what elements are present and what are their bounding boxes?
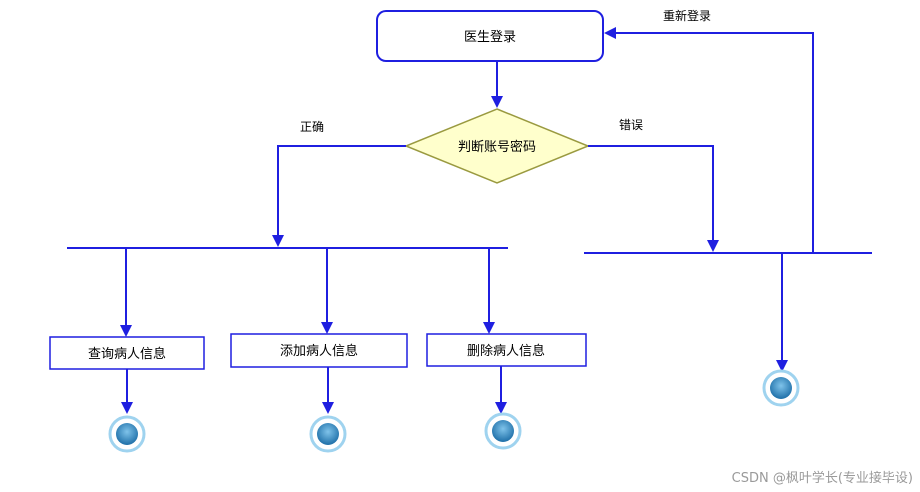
edge-correct [272, 145, 406, 247]
edge-wrong [588, 145, 719, 252]
watermark: CSDN @枫叶学长(专业接毕设) [732, 470, 913, 486]
add-node: 添加病人信息 [230, 333, 408, 368]
add-label: 添加病人信息 [280, 343, 358, 359]
end-node-query [108, 415, 146, 453]
relogin-label: 重新登录 [663, 8, 711, 23]
correct-label: 正确 [300, 120, 324, 134]
edge-relogin [604, 27, 814, 253]
decision-node: 判断账号密码 [404, 108, 590, 184]
login-label: 医生登录 [464, 30, 516, 45]
end-node-add [309, 415, 347, 453]
delete-node: 删除病人信息 [426, 333, 587, 367]
query-label: 查询病人信息 [88, 346, 166, 362]
decision-label: 判断账号密码 [458, 139, 536, 155]
login-node: 医生登录 [376, 10, 604, 62]
delete-label: 删除病人信息 [467, 343, 545, 359]
wrong-label: 错误 [619, 118, 643, 132]
end-node-delete [484, 412, 522, 450]
end-node-error [762, 369, 800, 407]
query-node: 查询病人信息 [49, 336, 205, 370]
